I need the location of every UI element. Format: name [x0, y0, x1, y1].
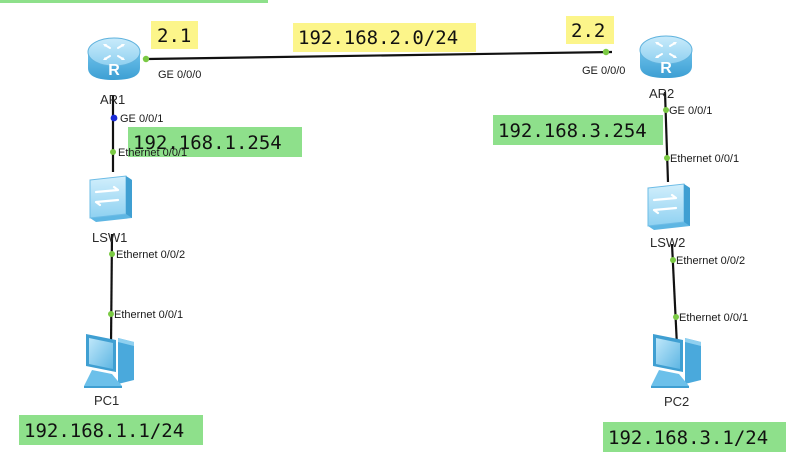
annotation-ar2-lan-gateway: 192.168.3.254 [498, 120, 647, 142]
pc-pc1[interactable]: PC1 [84, 334, 134, 408]
cropped-highlight-strip [0, 0, 268, 3]
switch-icon [646, 182, 692, 232]
hl-box-ar2-lan-gw [493, 115, 663, 145]
port-dot-pc1-eth001[interactable] [108, 311, 114, 317]
hl-box-wan-network [293, 23, 476, 52]
link-ar1-ar2 [146, 50, 613, 61]
pc-pc2[interactable]: PC2 [651, 334, 701, 409]
annotation-ar1-lan-gateway: 192.168.1.254 [133, 132, 282, 154]
device-label-pc2: PC2 [664, 394, 689, 409]
port-label-ar1-ge001: GE 0/0/1 [120, 113, 163, 125]
hl-box-pc1-ip [19, 415, 203, 445]
annotation-ar1-wan-ip: 2.1 [157, 25, 191, 47]
annotation-wan-network: 192.168.2.0/24 [298, 27, 458, 49]
link-ar2-lsw2 [663, 91, 670, 183]
port-dot-lsw2-eth001[interactable] [664, 155, 670, 161]
link-lsw1-pc1 [109, 233, 114, 347]
annotation-pc1-ip: 192.168.1.1/24 [24, 420, 184, 442]
port-label-lsw2-eth001: Ethernet 0/0/1 [670, 153, 739, 165]
hl-box-pc2-ip [603, 422, 786, 452]
router-icon [87, 37, 141, 81]
annotation-ar2-wan-ip: 2.2 [571, 20, 605, 42]
port-dot-ar1-ge001[interactable] [110, 114, 118, 122]
switch-icon [88, 174, 134, 224]
pc-icon [84, 334, 134, 388]
router-ar2[interactable]: AR2 [639, 35, 693, 101]
port-label-ar2-ge001: GE 0/0/1 [669, 105, 712, 117]
port-label-pc2-eth001: Ethernet 0/0/1 [679, 312, 748, 324]
device-label-ar1: AR1 [100, 92, 125, 107]
port-labels: GE 0/0/0 GE 0/0/0 GE 0/0/1 Ethernet 0/0/… [114, 65, 748, 324]
device-label-lsw1: LSW1 [92, 230, 127, 245]
switch-lsw2[interactable]: LSW2 [646, 182, 692, 250]
annotations: 2.1 192.168.2.0/24 2.2 192.168.1.254 192… [24, 20, 768, 449]
port-dot-pc2-eth001[interactable] [673, 314, 679, 320]
hl-box-ar2-wan [566, 16, 614, 44]
annotation-pc2-ip: 192.168.3.1/24 [608, 427, 768, 449]
port-dot-ar2-ge000[interactable] [602, 48, 610, 56]
port-dot-lsw1-eth001[interactable] [110, 149, 116, 155]
port-dots [108, 48, 679, 320]
port-label-ar1-ge000: GE 0/0/0 [158, 69, 201, 81]
port-label-lsw2-eth002: Ethernet 0/0/2 [676, 255, 745, 267]
links [109, 50, 679, 347]
pc-icon [651, 334, 701, 388]
hl-box-ar1-wan [151, 21, 198, 49]
port-dot-lsw1-eth002[interactable] [109, 251, 115, 257]
port-dot-lsw2-eth002[interactable] [670, 257, 676, 263]
port-label-pc1-eth001: Ethernet 0/0/1 [114, 309, 183, 321]
hl-box-ar1-lan-gw [128, 127, 302, 157]
port-label-lsw1-eth001: Ethernet 0/0/1 [118, 147, 187, 159]
port-label-lsw1-eth002: Ethernet 0/0/2 [116, 249, 185, 261]
switch-lsw1[interactable]: LSW1 [88, 174, 134, 245]
port-dot-ar2-ge001[interactable] [663, 107, 669, 113]
router-icon [639, 35, 693, 79]
port-label-ar2-ge000: GE 0/0/0 [582, 65, 625, 77]
device-label-pc1: PC1 [94, 393, 119, 408]
highlight-boxes [19, 16, 786, 452]
device-label-lsw2: LSW2 [650, 235, 685, 250]
device-label-ar2: AR2 [649, 86, 674, 101]
port-dot-ar1-ge000[interactable] [142, 55, 150, 63]
router-ar1[interactable]: AR1 [87, 37, 141, 107]
